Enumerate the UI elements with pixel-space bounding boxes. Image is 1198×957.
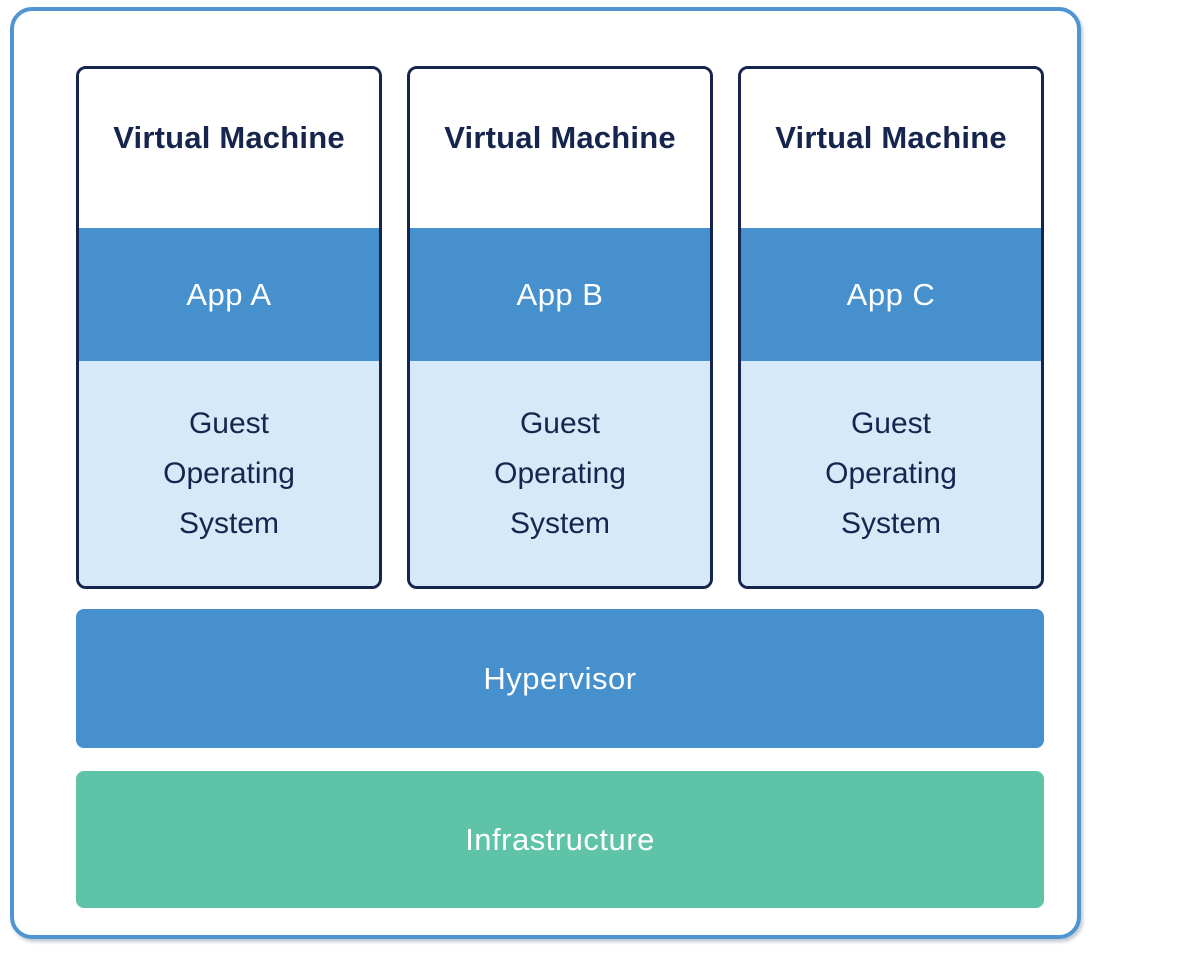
vm-box-2: Virtual Machine App B Guest Operating Sy… — [407, 66, 713, 589]
infrastructure-label: Infrastructure — [465, 821, 655, 857]
app-band: App A — [79, 228, 379, 361]
vm-title-area: Virtual Machine — [79, 69, 379, 228]
guest-os-label: Guest Operating System — [825, 406, 957, 540]
hypervisor-bar: Hypervisor — [76, 609, 1044, 748]
vm-box-3: Virtual Machine App C Guest Operating Sy… — [738, 66, 1044, 589]
infrastructure-bar: Infrastructure — [76, 771, 1044, 908]
host-container: Virtual Machine App A Guest Operating Sy… — [10, 7, 1081, 939]
guest-os-area: Guest Operating System — [79, 361, 379, 586]
vm-title: Virtual Machine — [444, 119, 676, 155]
vm-title: Virtual Machine — [775, 119, 1007, 155]
vm-title-area: Virtual Machine — [741, 69, 1041, 228]
guest-os-label: Guest Operating System — [494, 406, 626, 540]
app-label: App A — [186, 276, 272, 312]
app-label: App B — [516, 276, 604, 312]
hypervisor-label: Hypervisor — [483, 660, 637, 696]
vm-title: Virtual Machine — [113, 119, 345, 155]
vm-row: Virtual Machine App A Guest Operating Sy… — [76, 66, 1044, 589]
guest-os-label: Guest Operating System — [163, 406, 295, 540]
vm-box-1: Virtual Machine App A Guest Operating Sy… — [76, 66, 382, 589]
vm-title-area: Virtual Machine — [410, 69, 710, 228]
app-label: App C — [846, 276, 936, 312]
guest-os-area: Guest Operating System — [410, 361, 710, 586]
app-band: App B — [410, 228, 710, 361]
app-band: App C — [741, 228, 1041, 361]
guest-os-area: Guest Operating System — [741, 361, 1041, 586]
